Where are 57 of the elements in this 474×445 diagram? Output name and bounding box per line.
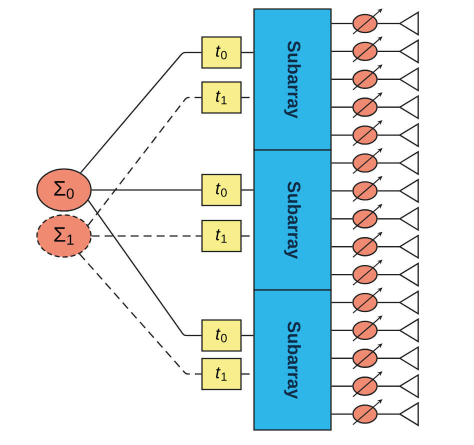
line	[332, 274, 352, 276]
phase-shifter	[352, 148, 382, 174]
line	[332, 50, 352, 52]
line	[378, 302, 400, 304]
line	[378, 22, 400, 24]
line	[332, 134, 352, 136]
line	[92, 235, 202, 237]
subarray-box: Subarray	[253, 289, 332, 431]
phase-shifter	[352, 232, 382, 258]
delay-box: t$_{0}$	[201, 36, 242, 69]
subarray-box: Subarray	[253, 8, 332, 151]
phase-shifter	[352, 399, 382, 426]
line	[378, 218, 400, 220]
line	[378, 78, 400, 80]
line	[332, 22, 352, 24]
line	[79, 253, 202, 375]
line	[242, 334, 254, 336]
line	[332, 106, 352, 108]
line	[332, 162, 352, 164]
line	[378, 162, 400, 164]
line	[242, 189, 254, 191]
line	[378, 190, 400, 192]
line	[332, 302, 352, 304]
phase-shifter	[352, 288, 382, 314]
line	[378, 50, 400, 52]
line	[332, 218, 352, 220]
subarray-box: Subarray	[253, 149, 332, 291]
line	[242, 52, 254, 54]
line	[88, 200, 202, 336]
phase-shifter	[352, 92, 382, 118]
phase-shifter	[352, 8, 382, 34]
delay-box: t$_{1}$	[201, 81, 242, 114]
line	[332, 386, 352, 387]
line	[332, 358, 352, 359]
line	[378, 134, 400, 136]
line	[378, 413, 400, 415]
line	[80, 52, 202, 174]
line	[332, 330, 352, 332]
line	[378, 330, 400, 332]
phase-shifter	[352, 260, 382, 286]
delay-box: t$_{1}$	[201, 358, 242, 390]
phase-shifter	[352, 120, 382, 146]
line	[332, 78, 352, 80]
delay-box: t$_{1}$	[201, 220, 242, 252]
line	[378, 386, 400, 387]
line	[332, 413, 352, 415]
line	[378, 246, 400, 248]
line	[378, 274, 400, 276]
line	[378, 106, 400, 108]
line	[332, 190, 352, 192]
delay-box: t$_{0}$	[201, 174, 242, 206]
line	[92, 189, 202, 191]
phase-shifter	[352, 371, 382, 398]
line	[378, 358, 400, 359]
line	[332, 246, 352, 248]
delay-box: t$_{0}$	[201, 319, 242, 352]
line	[88, 96, 202, 226]
